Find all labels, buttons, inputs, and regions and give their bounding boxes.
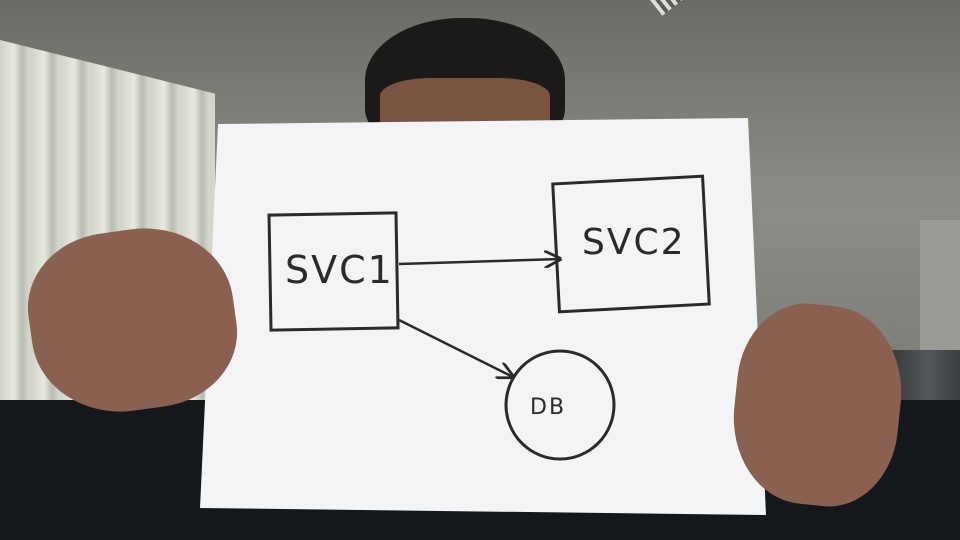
edge-svc1-to-db <box>398 318 513 377</box>
node-svc2-label: SVC2 <box>582 222 686 263</box>
node-svc1-label: SVC1 <box>285 248 394 292</box>
door-frame <box>920 220 960 350</box>
node-db-circle <box>504 349 616 461</box>
node-svc1-box <box>267 211 400 332</box>
node-svc2-box <box>551 174 711 314</box>
edge-svc1-to-svc2 <box>398 259 560 264</box>
paper-surface <box>200 118 766 515</box>
node-db-label: DB <box>530 395 567 420</box>
